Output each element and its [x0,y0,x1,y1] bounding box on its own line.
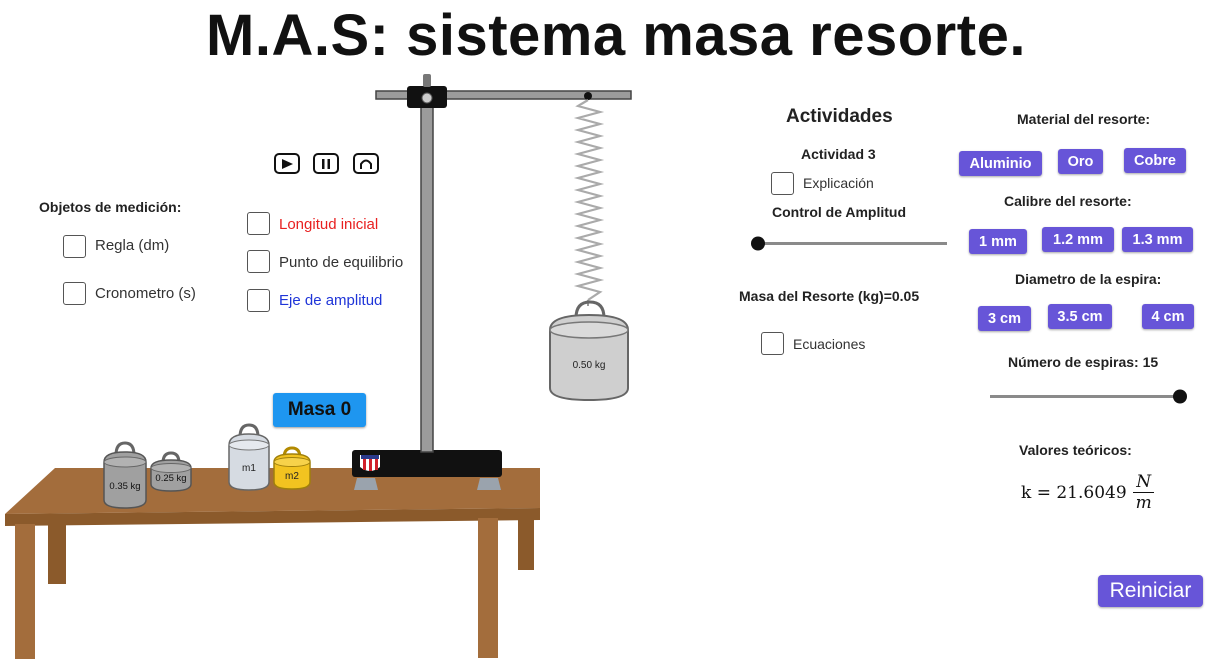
amplitude-label: Control de Amplitud [772,204,907,220]
weight-label: 0.35 kg [109,481,141,492]
initial-length-checkbox[interactable] [247,212,270,235]
stand-foot [477,478,501,490]
ruler-label: Regla (dm) [95,237,170,254]
weight-035 [103,441,147,509]
ruler-checkbox[interactable] [63,235,86,258]
unit-denominator: m [1135,493,1152,513]
table-leg [518,510,534,570]
gauge-12mm-button[interactable]: 1.2 mm [1042,227,1114,252]
logo-icon [360,455,380,471]
gauge-1mm-button[interactable]: 1 mm [969,229,1027,254]
stopwatch-checkbox[interactable] [63,282,86,305]
initial-length-label: Longitud inicial [279,216,379,233]
reset-button[interactable]: Reiniciar [1098,575,1203,607]
weight-025-handle[interactable] [150,450,194,492]
turns-slider[interactable] [985,386,1185,406]
activity-label: Actividad 3 [801,146,876,162]
material-aluminio-button[interactable]: Aluminio [959,151,1042,176]
formula-text: k = 21.6049 [1021,482,1127,503]
table-leg [478,518,498,658]
table-leg [15,524,35,659]
stopwatch-label: Cronometro (s) [95,285,196,302]
weight-m1-handle[interactable] [226,422,272,492]
stand-pole [420,89,434,453]
stand-arm [375,90,632,100]
play-button[interactable] [274,153,300,174]
diameter-35cm-button[interactable]: 3.5 cm [1048,304,1112,329]
turns-label: Número de espiras: 15 [1008,354,1159,370]
material-cobre-button[interactable]: Cobre [1124,148,1186,173]
gauge-heading: Calibre del resorte: [1004,193,1132,209]
masa-button[interactable]: Masa 0 [273,393,366,427]
arc-icon [360,159,372,169]
weight-m1 [228,423,270,491]
amplitude-axis-checkbox[interactable] [247,289,270,312]
equilibrium-label: Punto de equilibrio [279,254,404,271]
activities-heading: Actividades [786,106,893,127]
weight-label: 0.25 kg [155,473,187,484]
amplitude-slider[interactable] [750,234,950,254]
diameter-3cm-button[interactable]: 3 cm [978,306,1031,331]
weight-label: m1 [242,463,256,474]
weight-label: 0.50 kg [572,360,606,371]
gauge-13mm-button[interactable]: 1.3 mm [1122,227,1193,252]
weight-m2-handle[interactable] [272,446,312,492]
stand-base [352,450,502,477]
reset-arc-button[interactable] [353,153,379,174]
diameter-4cm-button[interactable]: 4 cm [1142,304,1194,329]
amplitude-slider-track [757,242,947,245]
weight-label: m2 [285,471,299,482]
theory-heading: Valores teóricos: [1019,442,1132,458]
turns-slider-knob [1173,389,1187,404]
material-oro-button[interactable]: Oro [1058,149,1103,174]
play-icon [282,158,293,169]
pause-icon [322,158,330,169]
material-heading: Material del resorte: [1017,111,1151,127]
weight-m2 [273,446,311,490]
weight-035-handle[interactable] [100,440,150,510]
table-edge [5,508,540,526]
amplitude-slider-knob [751,236,765,251]
pause-button[interactable] [313,153,339,174]
amplitude-axis-label: Eje de amplitud [279,292,383,309]
unit-fraction: N m [1133,472,1155,513]
turns-slider-track [990,395,1180,398]
explanation-checkbox[interactable] [771,172,794,195]
explanation-label: Explicación [803,175,874,191]
hanging-weight [549,300,629,402]
weight-025 [150,451,192,492]
hanging-weight-handle[interactable] [548,300,630,402]
spring-constant-formula: k = 21.6049 N m [1021,472,1155,513]
equations-label: Ecuaciones [793,336,866,352]
measurement-heading: Objetos de medición: [39,199,182,215]
equations-checkbox[interactable] [761,332,784,355]
table-leg [48,524,66,584]
equilibrium-checkbox[interactable] [247,250,270,273]
spring [573,99,605,301]
unit-numerator: N [1133,472,1155,493]
stand-foot [354,478,378,490]
diameter-heading: Diametro de la espira: [1015,271,1162,287]
page-title: M.A.S: sistema masa resorte. [206,3,1026,68]
spring-mass-label: Masa del Resorte (kg)=0.05 [739,288,920,304]
